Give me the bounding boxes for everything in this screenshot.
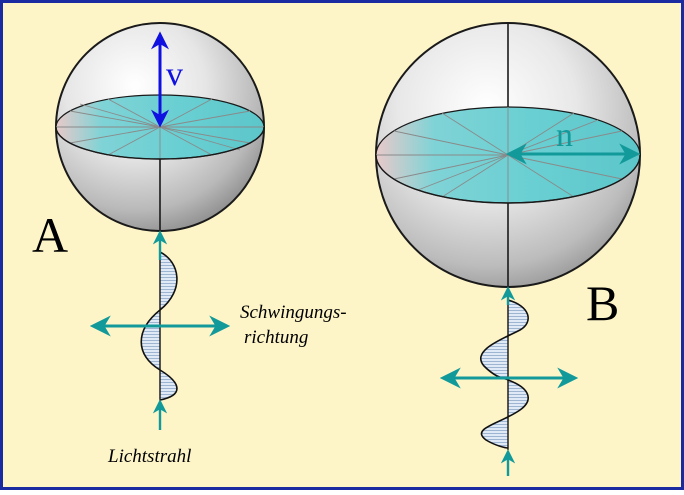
vibration-direction-label-line1: Schwingungs- [240, 302, 347, 323]
vibration-direction-label-line2: richtung [244, 327, 308, 348]
panel-a-label: A [32, 207, 68, 263]
velocity-label: v [166, 56, 183, 93]
light-ray-label: Lichtstrahl [107, 446, 191, 467]
panel-b-label: B [586, 275, 619, 331]
refractive-index-label: n [556, 117, 573, 154]
